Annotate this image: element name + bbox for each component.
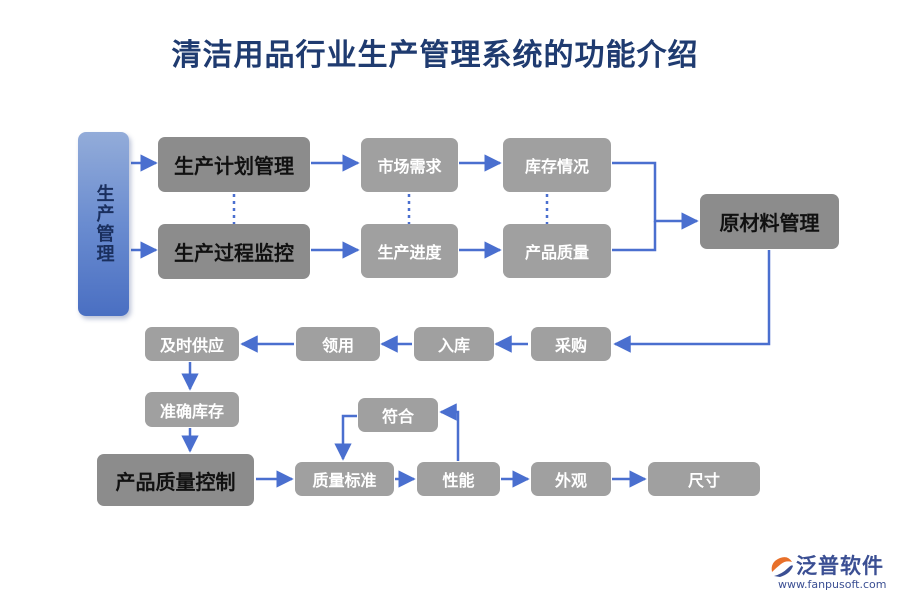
node-inventory-status: 库存情况: [503, 138, 611, 192]
arrow-conform-standard: [334, 414, 357, 461]
node-production-progress: 生产进度: [361, 224, 458, 278]
node-production-plan: 生产计划管理: [158, 137, 310, 192]
arrow-performance-conform: [439, 403, 460, 461]
fanpu-logo: 泛普软件 www.fanpusoft.com: [768, 550, 893, 594]
node-size: 尺寸: [648, 462, 760, 496]
node-conform: 符合: [358, 398, 438, 432]
arrow-quality-material: [612, 221, 657, 252]
arrow-stock-material: [612, 161, 699, 230]
fanpu-logo-icon: [771, 557, 793, 577]
node-process-monitor: 生产过程监控: [158, 224, 310, 279]
node-quality-standard: 质量标准: [295, 462, 394, 496]
node-product-quality: 产品质量: [503, 224, 611, 278]
node-purchase: 采购: [531, 327, 611, 361]
node-appearance: 外观: [531, 462, 611, 496]
page-title: 清洁用品行业生产管理系统的功能介绍: [171, 38, 699, 73]
node-accurate-inventory: 准确库存: [145, 392, 239, 427]
sidebar-production-management: 生产管理: [78, 132, 129, 316]
node-performance: 性能: [417, 462, 500, 496]
node-inbound: 入库: [414, 327, 494, 361]
sidebar-label: 生产管理: [93, 184, 115, 264]
node-timely-supply: 及时供应: [145, 327, 239, 361]
node-market-demand: 市场需求: [361, 138, 458, 192]
arrow-material-purchase: [613, 250, 771, 353]
logo-name: 泛普软件: [796, 554, 884, 578]
node-raw-material-management: 原材料管理: [700, 194, 839, 249]
node-material-use: 领用: [296, 327, 380, 361]
node-quality-control: 产品质量控制: [97, 454, 254, 506]
logo-url: www.fanpusoft.com: [778, 578, 887, 591]
